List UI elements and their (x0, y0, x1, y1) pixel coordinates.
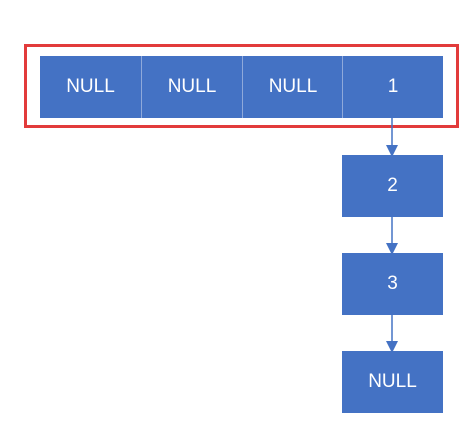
chain-node-2: NULL (342, 351, 443, 413)
chain-node-0: 2 (342, 155, 443, 217)
array-cell-3: 1 (342, 56, 443, 118)
highlight-box (24, 44, 459, 128)
array-cell-0: NULL (40, 56, 141, 118)
array-cell-2: NULL (242, 56, 343, 118)
array-cell-1: NULL (141, 56, 242, 118)
chain-node-1: 3 (342, 253, 443, 315)
